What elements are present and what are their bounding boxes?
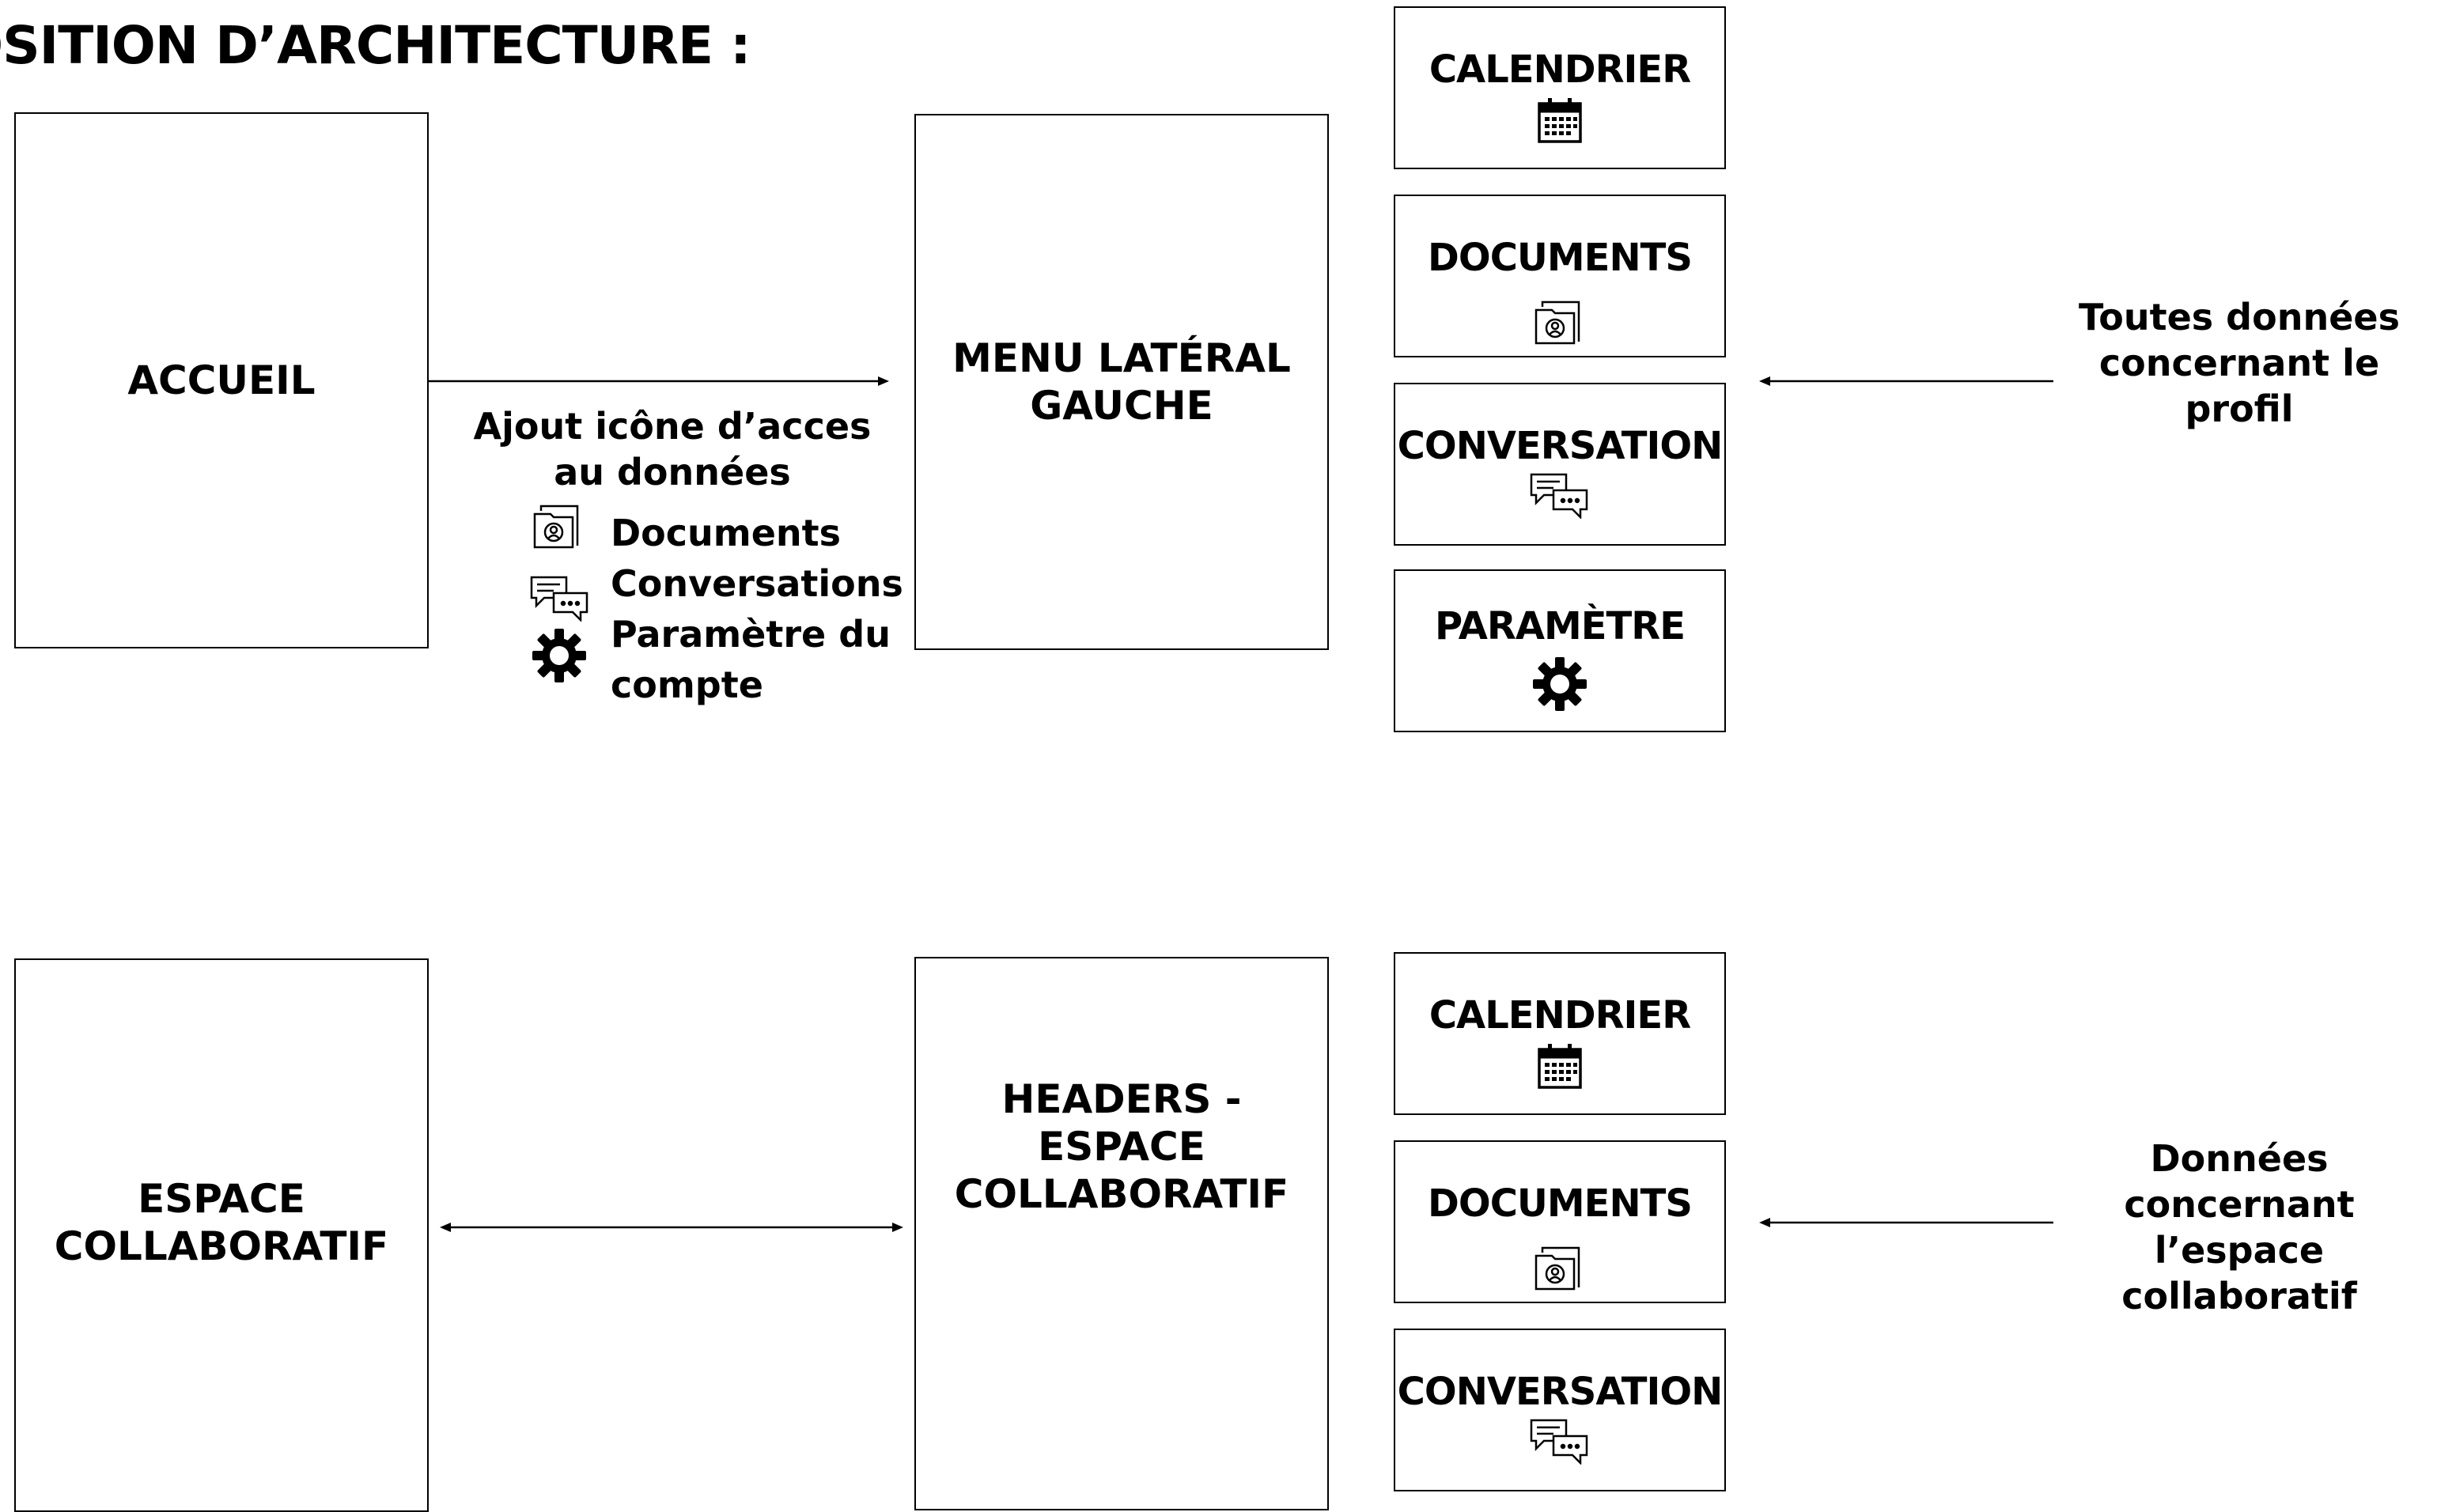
legend-compte: compte xyxy=(611,663,763,706)
menu-lateral-label: MENU LATÉRAL GAUCHE xyxy=(952,335,1291,429)
card-label: CONVERSATION xyxy=(1397,1370,1724,1414)
chat-icon xyxy=(1530,1417,1590,1468)
folder-user-icon xyxy=(1534,299,1585,348)
card-calendrier-bottom: CALENDRIER xyxy=(1394,952,1726,1115)
headers-box: HEADERS - ESPACE COLLABORATIF xyxy=(914,957,1329,1510)
headers-label: HEADERS - ESPACE COLLABORATIF xyxy=(954,1076,1289,1217)
calendar-icon xyxy=(1537,1042,1583,1093)
espace-collaboratif-box: ESPACE COLLABORATIF xyxy=(14,958,429,1512)
espace-collaboratif-label: ESPACE COLLABORATIF xyxy=(54,1176,389,1269)
chat-icon xyxy=(530,574,590,625)
calendar-icon xyxy=(1537,96,1583,147)
menu-lateral-box: MENU LATÉRAL GAUCHE xyxy=(914,114,1329,650)
card-label: CALENDRIER xyxy=(1429,47,1691,92)
card-label: CONVERSATION xyxy=(1397,424,1724,468)
legend-documents: Documents xyxy=(611,512,842,554)
card-conversation-bottom: CONVERSATION xyxy=(1394,1329,1726,1491)
legend-parametre: Paramètre du xyxy=(611,613,891,656)
arrow-caption: Ajout icône d’acces au données xyxy=(473,405,872,493)
folder-user-icon xyxy=(533,503,584,552)
card-parametre-top: PARAMÈTRE xyxy=(1394,569,1726,732)
accueil-box: ACCUEIL xyxy=(14,112,429,648)
gear-icon xyxy=(532,628,587,686)
card-calendrier-top: CALENDRIER xyxy=(1394,6,1726,169)
card-documents-top: DOCUMENTS xyxy=(1394,195,1726,357)
card-label: DOCUMENTS xyxy=(1428,236,1693,280)
accueil-label: ACCUEIL xyxy=(127,357,316,403)
chat-icon xyxy=(1530,471,1590,522)
card-conversation-top: CONVERSATION xyxy=(1394,383,1726,546)
card-label: DOCUMENTS xyxy=(1428,1181,1693,1226)
legend-conversations: Conversations xyxy=(611,562,903,605)
diagram-title: OSITION D’ARCHITECTURE : xyxy=(0,15,751,76)
card-label: PARAMÈTRE xyxy=(1434,604,1686,648)
card-documents-bottom: DOCUMENTS xyxy=(1394,1140,1726,1303)
card-label: CALENDRIER xyxy=(1429,993,1691,1038)
folder-user-icon xyxy=(1534,1245,1585,1294)
gear-icon xyxy=(1532,656,1587,715)
profil-note: Toutes données concernant le profil xyxy=(2078,296,2400,430)
espace-note: Données concernant l’espace collaboratif xyxy=(2121,1137,2357,1317)
